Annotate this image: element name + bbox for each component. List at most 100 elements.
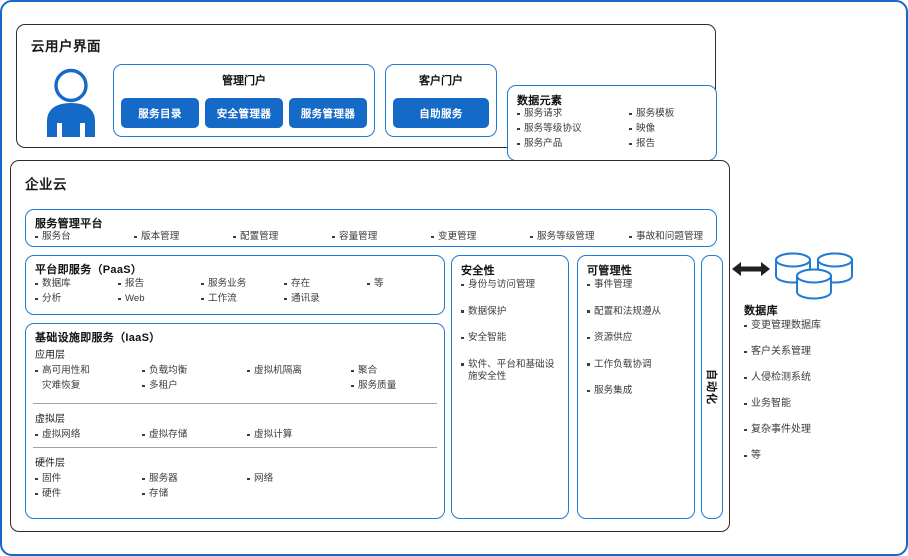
list-item: 工作负载协调 — [587, 359, 688, 372]
security-box: 安全性 身份与访问管理 数据保护 安全智能 软件、平台和基础设施安全性 — [451, 255, 569, 519]
cloud-ui-title: 云用户界面 — [31, 39, 101, 54]
list-item: 数据库 — [35, 278, 118, 290]
self-service-button[interactable]: 自助服务 — [393, 98, 489, 128]
list-item: 服务业务 — [201, 278, 284, 290]
list-item: 业务智能 — [744, 398, 821, 410]
data-elements-column-2: 服务模板 映像 报告 — [629, 108, 674, 150]
iaas-title: 基础设施即服务（IaaS） — [35, 332, 161, 344]
data-elements-box: 数据元素 服务请求 服务等级协议 服务产品 服务模板 映像 报告 — [507, 85, 717, 161]
list-item: 人侵检测系统 — [744, 372, 821, 384]
list-item: 存在 — [284, 278, 367, 290]
list-item-continuation: 灾难恢复 — [42, 380, 81, 391]
paas-box: 平台即服务（PaaS） 数据库 分析 报告 Web 服务业务 工作流 存在 通讯… — [25, 255, 445, 315]
iaas-virtual-layer: 虚拟层 虚拟网络 虚拟存储 虚拟计算 — [35, 410, 435, 441]
layer-divider — [33, 447, 437, 448]
list-item: 工作流 — [201, 293, 284, 305]
cloud-user-interface-section: 云用户界面 管理门户 服务目录 安全管理器 服务管理器 客户门户 自助服务 数据… — [16, 24, 717, 161]
list-item: 服务等级协议 — [517, 123, 613, 135]
app-layer-column-1: 高可用性和 灾难恢复 — [35, 365, 142, 392]
security-manager-button[interactable]: 安全管理器 — [205, 98, 283, 128]
list-item: 虚拟网络 — [35, 429, 142, 441]
list-item: 通讯录 — [284, 293, 367, 305]
manageability-title: 可管理性 — [587, 265, 633, 277]
iaas-box: 基础设施即服务（IaaS） 应用层 高可用性和 灾难恢复 负载均衡 多租户 虚拟… — [25, 323, 445, 519]
list-item: 固件 — [35, 473, 142, 485]
list-item: 事故和问题管理 — [629, 231, 703, 243]
database-cylinder-icon — [775, 252, 853, 300]
hardware-layer-column-2: 服务器 存储 — [142, 473, 247, 500]
virtual-layer-column-1: 虚拟网络 — [35, 429, 142, 441]
list-item: 高可用性和 — [35, 365, 142, 377]
security-title: 安全性 — [461, 265, 495, 277]
list-item: 服务等级管理 — [530, 231, 629, 243]
list-item: 配置管理 — [233, 231, 332, 243]
list-item: 服务质量 — [351, 380, 396, 392]
admin-portal-box: 管理门户 服务目录 安全管理器 服务管理器 — [113, 64, 375, 137]
service-management-platform-title: 服务管理平台 — [35, 218, 103, 230]
list-item: 映像 — [629, 123, 674, 135]
list-item: 服务请求 — [517, 108, 613, 120]
service-management-platform-box: 服务管理平台 服务台 版本管理 配置管理 容量管理 变更管理 服务等级管理 事故… — [25, 209, 717, 247]
list-item: 等 — [744, 450, 821, 462]
list-item: 复杂事件处理 — [744, 424, 821, 436]
list-item: 服务模板 — [629, 108, 674, 120]
list-item: 报告 — [118, 278, 201, 290]
database-section: 数据库 变更管理数据库 客户关系管理 人侵检测系统 业务智能 复杂事件处理 等 — [730, 250, 902, 480]
paas-column-3: 服务业务 工作流 — [201, 278, 284, 305]
list-item: 服务器 — [142, 473, 247, 485]
list-item: Web — [118, 293, 201, 305]
customer-portal-title: 客户门户 — [419, 75, 463, 87]
list-item: 服务台 — [35, 231, 134, 243]
automation-box: 自动化 — [701, 255, 723, 519]
list-item: 网络 — [247, 473, 273, 485]
list-item: 虚拟存储 — [142, 429, 247, 441]
list-item: 数据保护 — [461, 306, 562, 319]
enterprise-cloud-section: 企业云 服务管理平台 服务台 版本管理 配置管理 容量管理 变更管理 服务等级管… — [10, 160, 730, 532]
iaas-application-layer: 应用层 高可用性和 灾难恢复 负载均衡 多租户 虚拟机隔离 聚合 — [35, 346, 435, 392]
paas-column-2: 报告 Web — [118, 278, 201, 305]
paas-column-5: 等 — [367, 278, 384, 305]
admin-portal-title: 管理门户 — [222, 75, 266, 87]
list-item: 负载均衡 — [142, 365, 247, 377]
manageability-box: 可管理性 事件管理 配置和法规遵从 资源供应 工作负载协调 服务集成 — [577, 255, 695, 519]
list-item: 容量管理 — [332, 231, 431, 243]
double-arrow-icon — [732, 262, 770, 276]
automation-label: 自动化 — [705, 369, 717, 405]
list-item: 虚拟计算 — [247, 429, 292, 441]
list-item: 软件、平台和基础设施安全性 — [461, 359, 562, 384]
list-item: 安全智能 — [461, 332, 562, 345]
enterprise-cloud-title: 企业云 — [25, 177, 67, 192]
list-item: 服务产品 — [517, 138, 613, 150]
layer-divider — [33, 403, 437, 404]
virtual-layer-column-2: 虚拟存储 — [142, 429, 247, 441]
service-catalog-button[interactable]: 服务目录 — [121, 98, 199, 128]
list-item: 客户关系管理 — [744, 346, 821, 358]
list-item: 等 — [367, 278, 384, 290]
hardware-layer-column-3: 网络 — [247, 473, 273, 500]
paas-column-1: 数据库 分析 — [35, 278, 118, 305]
virtual-layer-column-3: 虚拟计算 — [247, 429, 292, 441]
service-manager-button[interactable]: 服务管理器 — [289, 98, 367, 128]
customer-portal-box: 客户门户 自助服务 — [385, 64, 497, 137]
list-item: 分析 — [35, 293, 118, 305]
list-item: 虚拟机隔离 — [247, 365, 351, 377]
virtual-layer-label: 虚拟层 — [35, 414, 65, 425]
list-item: 服务集成 — [587, 385, 688, 398]
data-elements-title: 数据元素 — [517, 95, 563, 107]
paas-title: 平台即服务（PaaS） — [35, 264, 143, 276]
list-item: 配置和法规遵从 — [587, 306, 688, 319]
app-layer-column-2: 负载均衡 多租户 — [142, 365, 247, 392]
data-elements-column-1: 服务请求 服务等级协议 服务产品 — [517, 108, 613, 150]
list-item: 变更管理数据库 — [744, 320, 821, 332]
list-item: 版本管理 — [134, 231, 233, 243]
hardware-layer-column-1: 固件 硬件 — [35, 473, 142, 500]
list-item: 资源供应 — [587, 332, 688, 345]
list-item: 聚合 — [351, 365, 396, 377]
paas-column-4: 存在 通讯录 — [284, 278, 367, 305]
application-layer-label: 应用层 — [35, 350, 65, 361]
list-item: 硬件 — [35, 488, 142, 500]
iaas-hardware-layer: 硬件层 固件 硬件 服务器 存储 网络 — [35, 454, 435, 500]
database-title: 数据库 — [744, 305, 778, 317]
list-item: 事件管理 — [587, 279, 688, 292]
